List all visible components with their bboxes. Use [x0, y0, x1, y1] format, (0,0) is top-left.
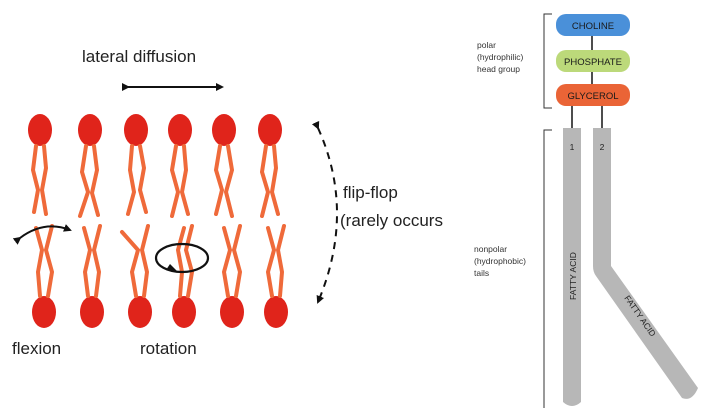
svg-text:(hydrophilic): (hydrophilic) [477, 52, 523, 62]
bottom-leaflet [32, 226, 288, 328]
lipid-top-2 [78, 114, 102, 216]
fatty-acid-tail-1: 1 FATTY ACID [563, 128, 581, 406]
lateral-diffusion-label: lateral diffusion [82, 47, 196, 66]
svg-text:polar: polar [477, 40, 496, 50]
tails-bracket [544, 130, 552, 408]
lipid-bottom-5 [220, 226, 244, 328]
svg-text:tails: tails [474, 268, 489, 278]
lipid-top-6 [258, 114, 282, 216]
lipid-top-3 [124, 114, 148, 214]
tail-2-number: 2 [600, 142, 605, 152]
choline-box: CHOLINE [556, 14, 630, 36]
rotation-label: rotation [140, 339, 197, 358]
head-group-label: polar (hydrophilic) head group [477, 40, 523, 74]
head-group-bracket [544, 14, 552, 108]
lipid-top-4 [168, 114, 192, 216]
top-leaflet [28, 114, 282, 216]
lipid-top-1 [28, 114, 52, 214]
lipid-bottom-1 [32, 226, 56, 328]
tail-1-label: FATTY ACID [568, 252, 578, 300]
flexion-label: flexion [12, 339, 61, 358]
lipid-top-5 [212, 114, 236, 216]
choline-label: CHOLINE [572, 21, 614, 32]
flexion-arrow [20, 226, 70, 238]
lipid-bottom-2 [80, 226, 104, 328]
svg-text:head group: head group [477, 64, 520, 74]
phosphate-label: PHOSPHATE [564, 57, 622, 68]
glycerol-label: GLYCEROL [567, 91, 618, 102]
phosphate-box: PHOSPHATE [556, 50, 630, 72]
flip-flop-arrow [318, 128, 337, 302]
flip-flop-note: (rarely occurs [340, 211, 443, 230]
tails-label: nonpolar (hydrophobic) tails [474, 244, 526, 278]
fatty-acid-tail-2: 2 FATTY ACID [593, 128, 698, 399]
lipid-bottom-3 [122, 226, 152, 328]
lipid-bottom-4 [172, 226, 196, 328]
flip-flop-label: flip-flop [343, 183, 398, 202]
svg-text:nonpolar: nonpolar [474, 244, 507, 254]
glycerol-box: GLYCEROL [556, 84, 630, 106]
lipid-bottom-6 [264, 226, 288, 328]
phospholipid-structure: polar (hydrophilic) head group nonpolar … [474, 14, 698, 408]
tail-1-number: 1 [570, 142, 575, 152]
bilayer-diagram: lateral diffusion [12, 47, 443, 358]
svg-text:(hydrophobic): (hydrophobic) [474, 256, 526, 266]
